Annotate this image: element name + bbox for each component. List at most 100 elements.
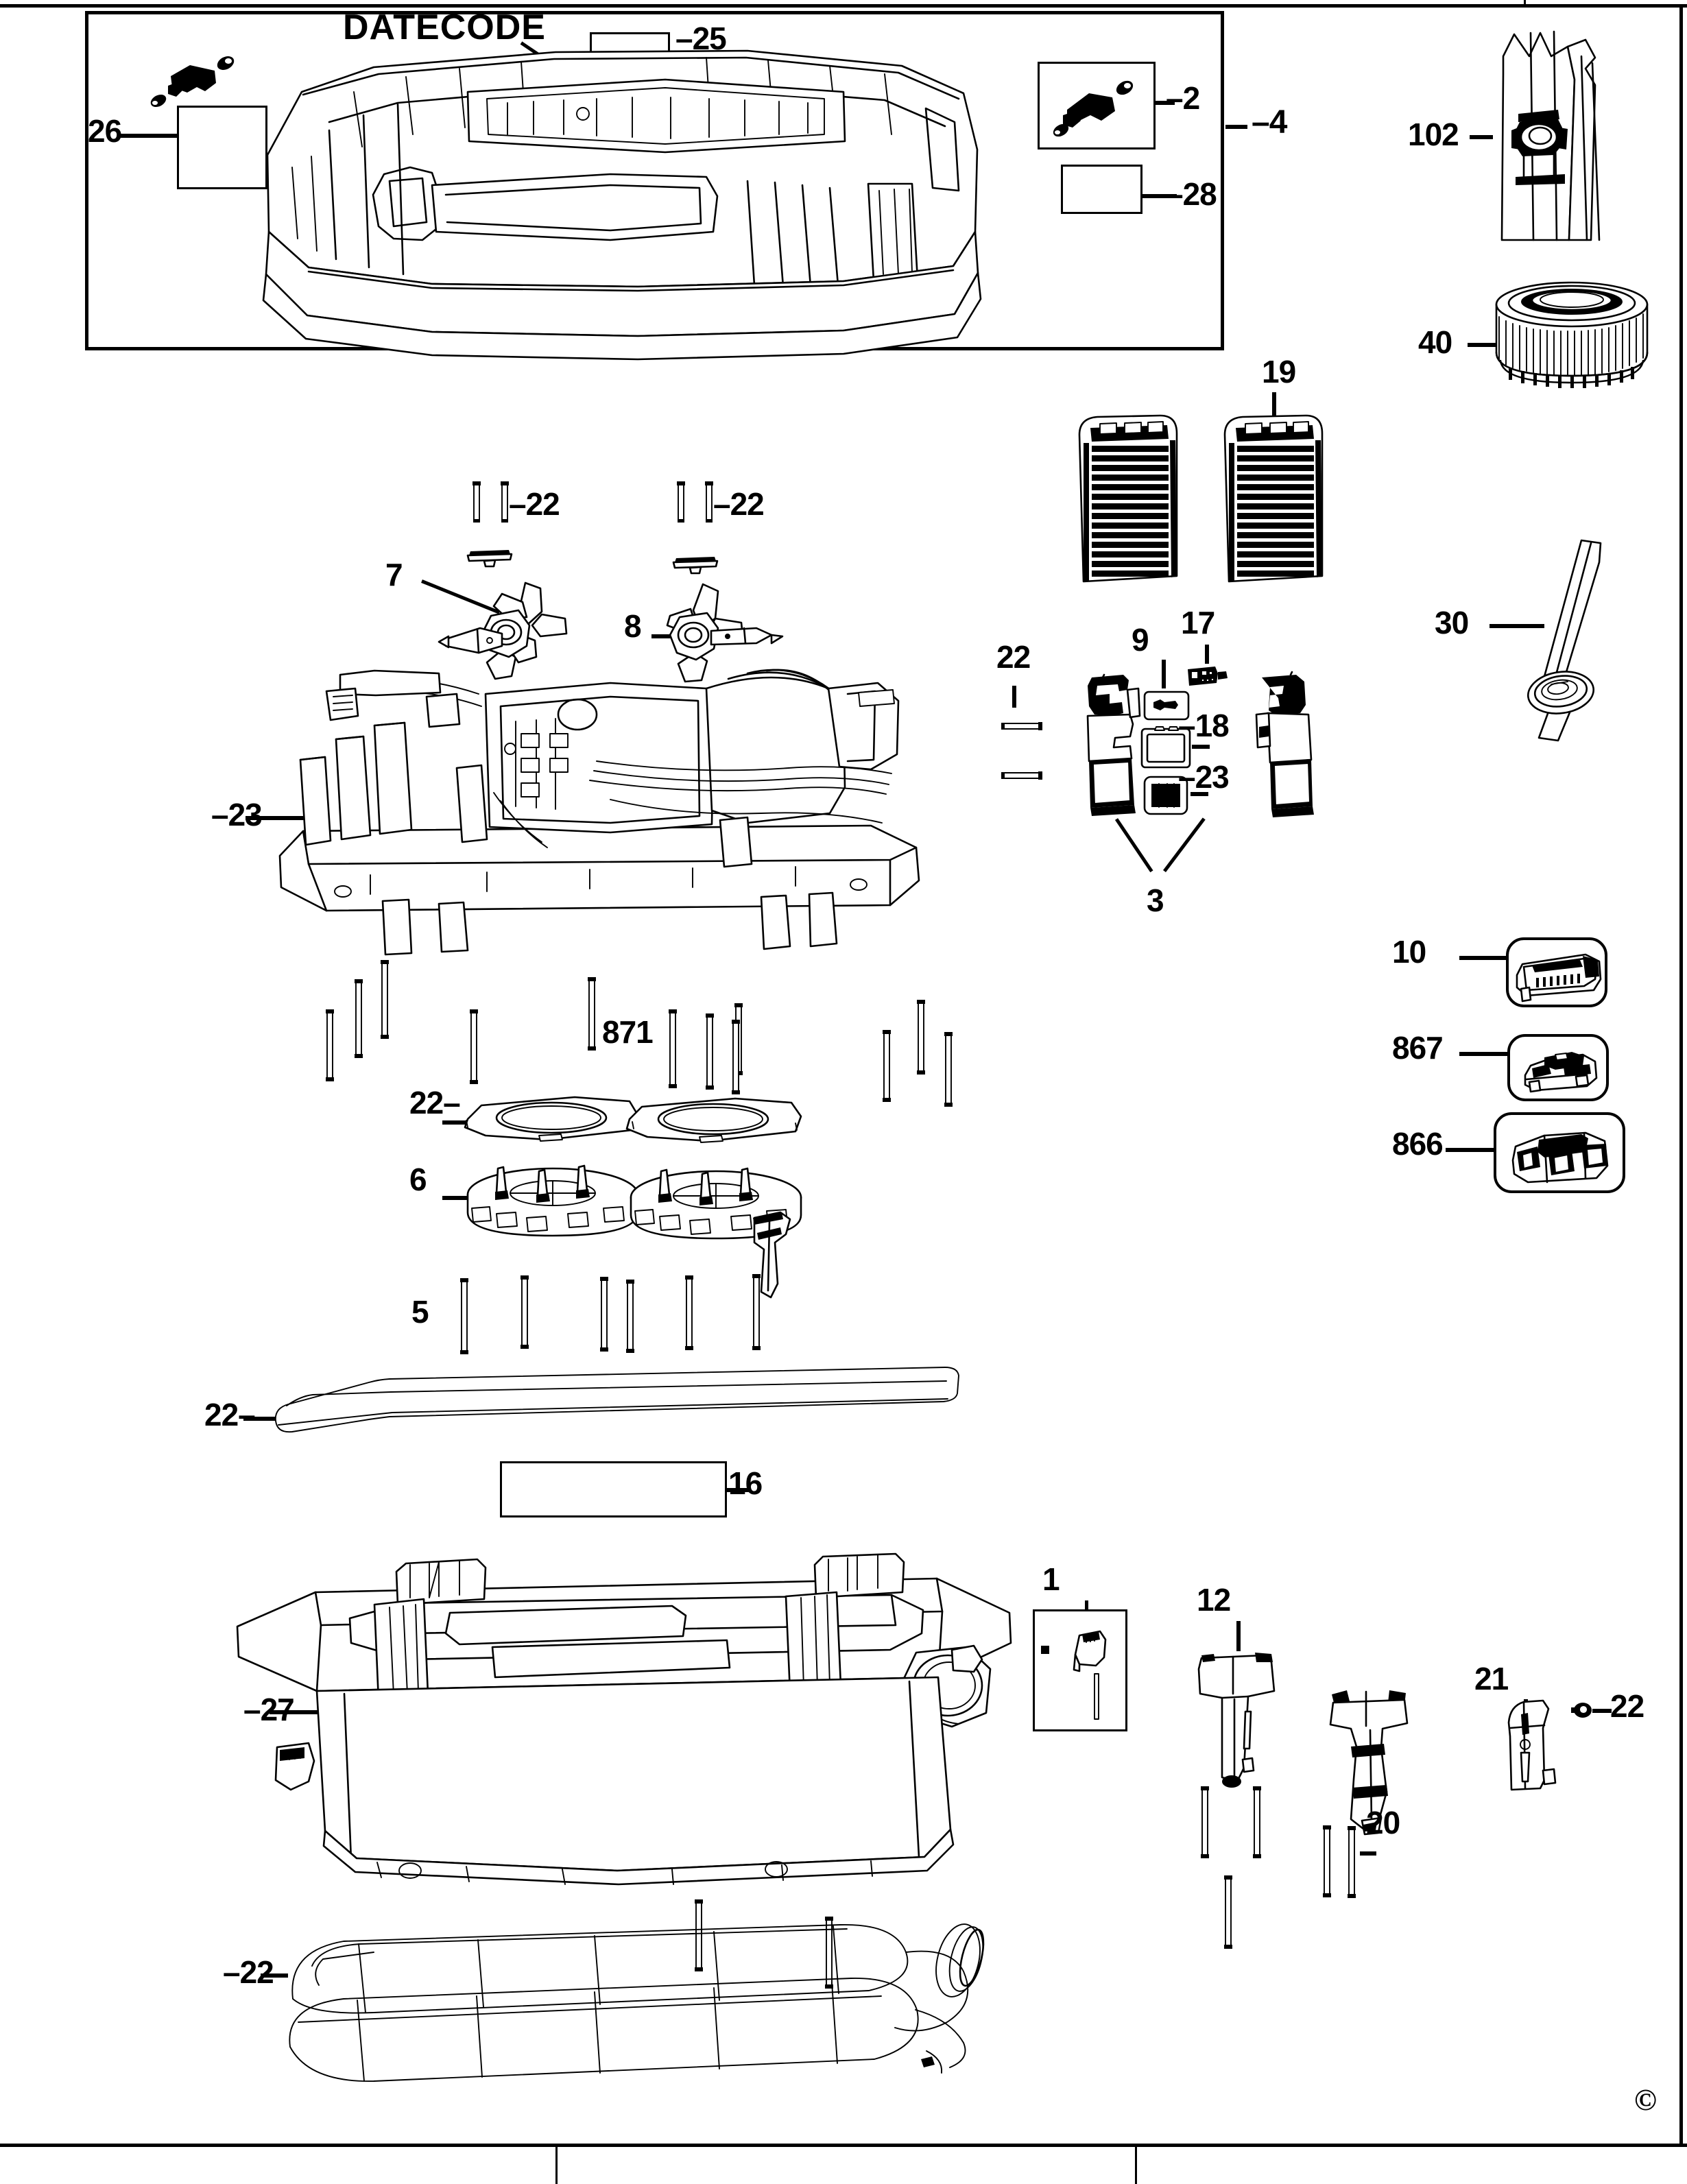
callout-9-leader: [1162, 660, 1166, 688]
switch-actuator: [1142, 690, 1191, 721]
screw-nut: [1569, 1699, 1596, 1721]
callout-25: –25: [675, 21, 727, 56]
callout-22-handle-leader: [1360, 1851, 1376, 1856]
callout-21-leader: [1236, 1621, 1241, 1651]
frame-bottom-line: [0, 2144, 1687, 2147]
dust-bag: [1488, 14, 1618, 241]
screw: [675, 481, 687, 524]
callout-7: 7: [385, 557, 403, 592]
exhaust-grill-right: [1219, 411, 1328, 590]
callout-22-housing: 22: [996, 639, 1031, 675]
fan-vane: [745, 1207, 800, 1303]
callout-871-leader: [1446, 1148, 1495, 1152]
callout-22-top-left: –22: [509, 486, 560, 522]
callout-40: 40: [1418, 324, 1452, 360]
impeller-left: [438, 576, 569, 686]
screw: [693, 1899, 705, 1973]
fan-gasket: [458, 1090, 808, 1152]
callout-19-leader: [1272, 392, 1276, 421]
screw: [458, 1278, 470, 1356]
callout-3-leader: [246, 816, 311, 820]
callout-12: 1: [1042, 1561, 1060, 1597]
callout-2-leader: [1156, 101, 1175, 105]
frame-footer-div-b: [1135, 2147, 1137, 2184]
fan-baffle: [458, 1159, 808, 1241]
screw: [598, 1277, 610, 1354]
screw: [823, 1917, 835, 1991]
screw: [703, 481, 715, 524]
callout-28-leader: [1142, 194, 1177, 198]
callout-102-leader: [1470, 135, 1493, 139]
callout-866-leader: [1459, 1052, 1509, 1056]
screw: [942, 1032, 955, 1109]
screw: [379, 960, 391, 1041]
wand-clip: [1500, 1695, 1569, 1798]
screw: [1000, 769, 1042, 782]
callout-26: 26: [88, 113, 122, 149]
tank-housing: [233, 1522, 1015, 1893]
micro-switch: [1186, 665, 1229, 688]
callout-20: 21: [1474, 1661, 1509, 1696]
callout-867-leader: [1459, 956, 1509, 960]
callout-10-leader-right: [1163, 817, 1206, 873]
switch-icon-left: [147, 51, 243, 113]
frame-right-line: [1679, 4, 1683, 2147]
exhaust-grill-left: [1074, 411, 1182, 590]
callout-16-leader: [243, 1417, 275, 1421]
crevice-tool: [1516, 535, 1625, 747]
screw: [750, 1274, 763, 1352]
callout-1: –27: [243, 1692, 295, 1727]
screw: [1251, 1786, 1263, 1860]
screw: [499, 481, 511, 524]
callout-3: –23: [211, 797, 263, 832]
screw: [1199, 1786, 1211, 1860]
screw: [683, 1275, 695, 1352]
hose: [278, 1875, 1018, 2150]
callout-30: 30: [1435, 605, 1469, 640]
callout-22-clip-text: 22: [1610, 1688, 1644, 1724]
impeller-washer-right: [671, 557, 720, 575]
screw: [470, 481, 483, 524]
rating-label-box: [1061, 165, 1142, 214]
screw: [1000, 720, 1042, 732]
lid-assembly-top-edge: [85, 11, 1224, 14]
screw: [468, 1009, 480, 1086]
latch-kit: [1037, 1615, 1126, 1730]
callout-4-leader: [1225, 125, 1247, 129]
handle-grip-secondary: [1324, 1683, 1413, 1841]
battery-housing-left: [1085, 671, 1147, 821]
callout-18-leader: [1192, 745, 1210, 749]
impeller-washer-left: [465, 550, 514, 568]
lid-seal: [269, 1363, 968, 1445]
screw: [324, 1009, 336, 1083]
screw: [352, 979, 365, 1060]
cartridge-filter: [1494, 280, 1651, 389]
callout-6: 22–: [409, 1085, 461, 1120]
switch-assembly: [1049, 70, 1145, 141]
handle-grip: [1195, 1646, 1280, 1790]
callout-26-leader: [120, 134, 179, 138]
callout-22-top-right: –22: [713, 486, 765, 522]
callout-23-text: –23: [1178, 759, 1230, 795]
screw: [1321, 1825, 1333, 1899]
callout-10-leader-left: [1114, 818, 1153, 873]
frame-top-line: [0, 4, 1687, 8]
callout-22-housing-leader: [1012, 686, 1016, 708]
callout-9: 9: [1132, 622, 1149, 658]
impeller-right: [662, 580, 785, 690]
callout-867: 10: [1392, 934, 1426, 970]
screw: [586, 977, 598, 1053]
callout-40-leader: [1468, 343, 1498, 347]
screw: [730, 1020, 742, 1096]
nameplate-label-box: [500, 1461, 727, 1517]
callout-5: 6: [409, 1162, 427, 1197]
callout-27-leader: [727, 1488, 749, 1492]
frame-footer-div-a: [555, 2147, 558, 2184]
warning-label-left-box: [177, 106, 267, 189]
charger: [1511, 948, 1605, 1005]
callout-15-leader: [261, 1973, 288, 1978]
callout-17-leader: [1205, 645, 1209, 664]
window-lens: [1140, 726, 1192, 769]
battery-housing-right: [1254, 671, 1315, 821]
